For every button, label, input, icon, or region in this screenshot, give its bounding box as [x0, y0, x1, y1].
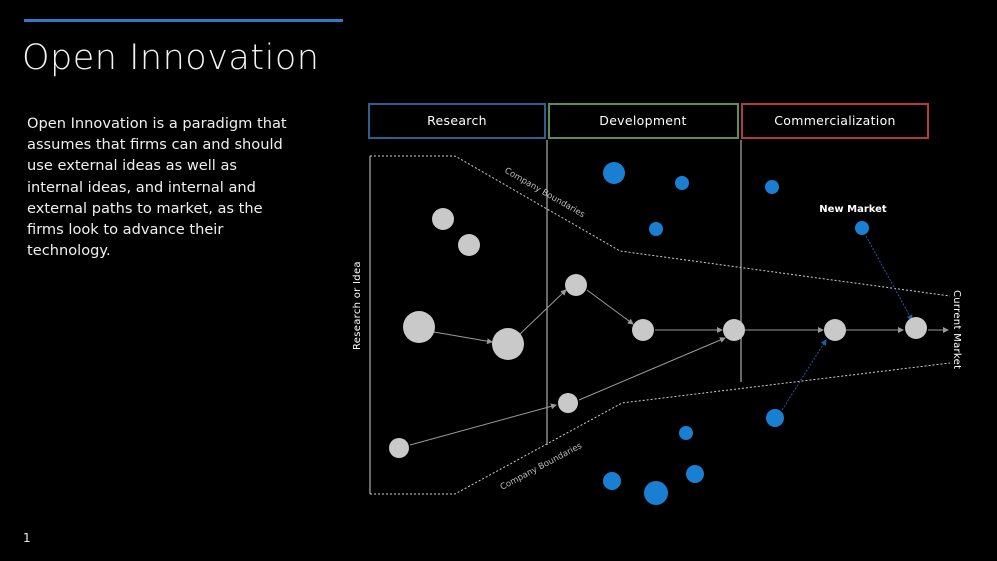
page-number: 1 [23, 531, 31, 545]
phase-box-research [368, 103, 546, 139]
phase-header-commercialization: Commercialization [741, 103, 929, 139]
phase-header-development: Development [548, 103, 739, 139]
company-boundaries-label-bottom: Company Boundaries [499, 441, 585, 493]
phase-box-commercialization [741, 103, 929, 139]
external-node [766, 409, 784, 427]
external-node [603, 162, 625, 184]
arrow-research-to-development [519, 289, 567, 335]
external-node [686, 465, 704, 483]
phase-label-development: Development [599, 113, 686, 128]
phase-header-research: Research [368, 103, 546, 139]
new-market-node [855, 221, 869, 235]
arrow-external-idea-in [409, 403, 557, 446]
blue-arrows [781, 235, 913, 411]
external-node [644, 481, 668, 505]
idea-node [403, 311, 435, 343]
external-idea-node [389, 438, 409, 458]
final-market-node [905, 317, 927, 339]
company-boundaries-label-top: Company Boundaries [503, 166, 587, 220]
phase-transition-node [723, 319, 745, 341]
new-market-label: New Market [819, 204, 887, 215]
arrow-idea-to-research [433, 331, 493, 345]
external-nodes [603, 162, 869, 505]
arrow-development-step [586, 289, 634, 325]
arrow-external-to-commercialization [578, 337, 726, 401]
development-node [565, 274, 587, 296]
external-node [649, 222, 663, 236]
phase-label-research: Research [427, 113, 487, 128]
external-node [603, 472, 621, 490]
arrow-to-new-market [865, 235, 913, 321]
slide-title: Open Innovation [22, 38, 320, 78]
title-accent-bar [24, 19, 343, 22]
company-boundary-top [370, 155, 951, 297]
phase-label-commercialization: Commercialization [774, 113, 896, 128]
research-node [492, 328, 524, 360]
development-node [632, 319, 654, 341]
slide-body-text: Open Innovation is a paradigm that assum… [27, 115, 287, 260]
external-node [675, 176, 689, 190]
arrow-external-into-path [781, 339, 827, 411]
flow-arrows [409, 289, 949, 446]
external-node [765, 180, 779, 194]
external-node [679, 426, 693, 440]
company-boundary-bottom [370, 362, 951, 495]
phase-box-development [548, 103, 739, 139]
research-or-idea-label: Research or Idea [352, 261, 363, 350]
commercialization-node [824, 319, 846, 341]
idea-node [432, 208, 454, 230]
internal-nodes [389, 208, 927, 458]
external-entry-node [558, 393, 578, 413]
current-market-label: Current Market [951, 290, 962, 369]
idea-node [458, 234, 480, 256]
